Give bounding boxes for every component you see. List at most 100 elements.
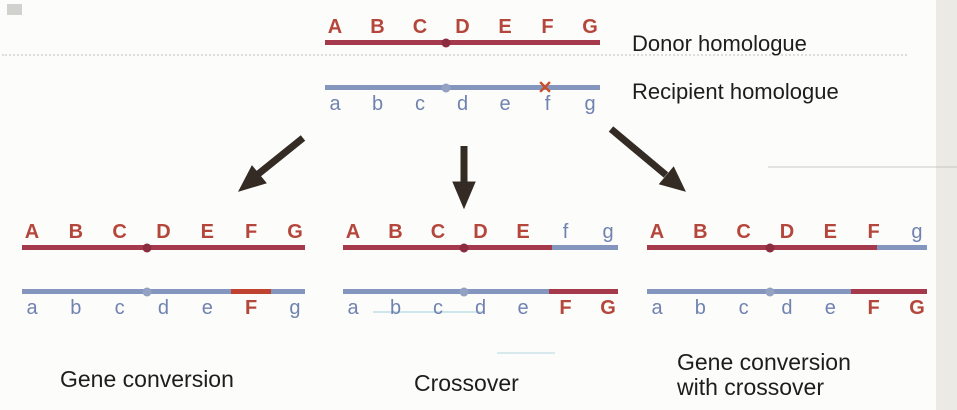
chromosome-line	[325, 38, 600, 47]
scan-edge-band	[936, 0, 957, 410]
caption-gene-conversion: Gene conversion	[60, 366, 234, 392]
centromere-dot	[441, 38, 451, 47]
gene-conversion-top-chromosome: A B C D E F G	[22, 221, 305, 252]
chromosome-segment	[231, 289, 272, 294]
chromosome-line	[22, 287, 305, 296]
caption-crossover: Crossover	[414, 370, 519, 396]
scan-artifact	[497, 352, 555, 354]
gene-letter: B	[388, 221, 403, 243]
caption-line-2: with crossover	[677, 374, 824, 400]
chromosome-segment	[647, 245, 877, 250]
arrow-down-right-icon	[608, 126, 686, 192]
chromosome-line: ✕	[325, 78, 600, 96]
gene-letter: a	[26, 297, 38, 319]
gene-letter: c	[738, 297, 749, 319]
gene-letter: D	[156, 221, 171, 243]
gene-letter: E	[200, 221, 214, 243]
chromosome-line	[343, 287, 618, 296]
gene-letter: D	[473, 221, 488, 243]
gene-letter: D	[455, 16, 470, 38]
centromere-dot	[765, 287, 775, 296]
centromere-dot	[142, 287, 152, 296]
gene-letter: B	[370, 16, 385, 38]
gene-letter: A	[24, 221, 40, 243]
chromosome-line	[22, 243, 305, 252]
chromosome-segment	[22, 289, 232, 294]
gene-letter: d	[781, 297, 793, 319]
chromosome-segment	[343, 289, 550, 294]
gene-letter: F	[559, 297, 572, 319]
chromosome-segment	[325, 40, 600, 45]
gene-letter: D	[779, 221, 795, 243]
gene-letter: A	[327, 16, 343, 38]
gene-letter: e	[824, 297, 836, 319]
gene-letter: c	[114, 297, 125, 319]
gene-letter: b	[389, 297, 402, 319]
arrow-down-icon	[452, 146, 476, 210]
recipient-homologue-label: Recipient homologue	[632, 79, 839, 104]
gene-letter: C	[430, 221, 446, 243]
gene-letter: F	[541, 16, 554, 38]
gene-letter: E	[823, 221, 837, 243]
gene-letter: A	[345, 221, 361, 243]
gene-letter: f	[544, 93, 551, 115]
gene-letter-row: A B C D E F G	[22, 221, 305, 243]
gene-letter: a	[651, 297, 663, 319]
centromere-dot	[459, 287, 469, 296]
chromosome-line	[647, 287, 927, 296]
gene-letter: a	[329, 93, 341, 115]
gene-letter: B	[68, 221, 84, 243]
chromosome-line	[343, 243, 618, 252]
caption-line-1: Gene conversion	[677, 349, 851, 375]
chromosome-segment	[552, 245, 618, 250]
gene-letter: b	[70, 297, 82, 319]
donor-homologue-label: Donor homologue	[632, 31, 807, 56]
gene-letter: G	[287, 221, 303, 243]
chromosome-segment	[876, 245, 927, 250]
gene-letter: c	[433, 297, 443, 319]
gene-letter: e	[201, 297, 213, 319]
gene-letter: F	[867, 221, 880, 243]
chromosome-segment	[325, 85, 600, 90]
gene-letter: a	[347, 297, 359, 319]
gene-letter: F	[245, 221, 258, 243]
centromere-dot	[765, 243, 775, 252]
chromosome-segment	[851, 289, 927, 294]
gene-letter: B	[693, 221, 708, 243]
gene-letter: f	[562, 221, 569, 243]
chromosome-segment	[271, 289, 305, 294]
chromosome-segment	[549, 289, 618, 294]
centromere-dot	[459, 243, 469, 252]
chromosome-segment	[647, 289, 852, 294]
gene-letter: C	[736, 221, 751, 243]
gene-letter: c	[415, 93, 425, 115]
gene-letter: F	[867, 297, 880, 319]
scan-artifact	[768, 166, 957, 168]
gene-letter: G	[600, 297, 616, 319]
gene-letter: e	[517, 297, 529, 319]
arrow-down-left-icon	[238, 135, 306, 192]
gene-letter: b	[371, 93, 384, 115]
caption-gene-conversion-with-crossover: Gene conversion with crossover	[677, 350, 851, 400]
gene-letter: E	[516, 221, 530, 243]
chromosome-line	[647, 243, 927, 252]
gene-letter: d	[157, 297, 170, 319]
gene-letter: C	[112, 221, 127, 243]
chromosome-segment	[343, 245, 552, 250]
gene-letter: d	[474, 297, 487, 319]
gene-letter: A	[649, 221, 665, 243]
gene-letter: g	[289, 297, 301, 319]
gene-letter: g	[584, 93, 596, 115]
gene-letter: b	[694, 297, 706, 319]
